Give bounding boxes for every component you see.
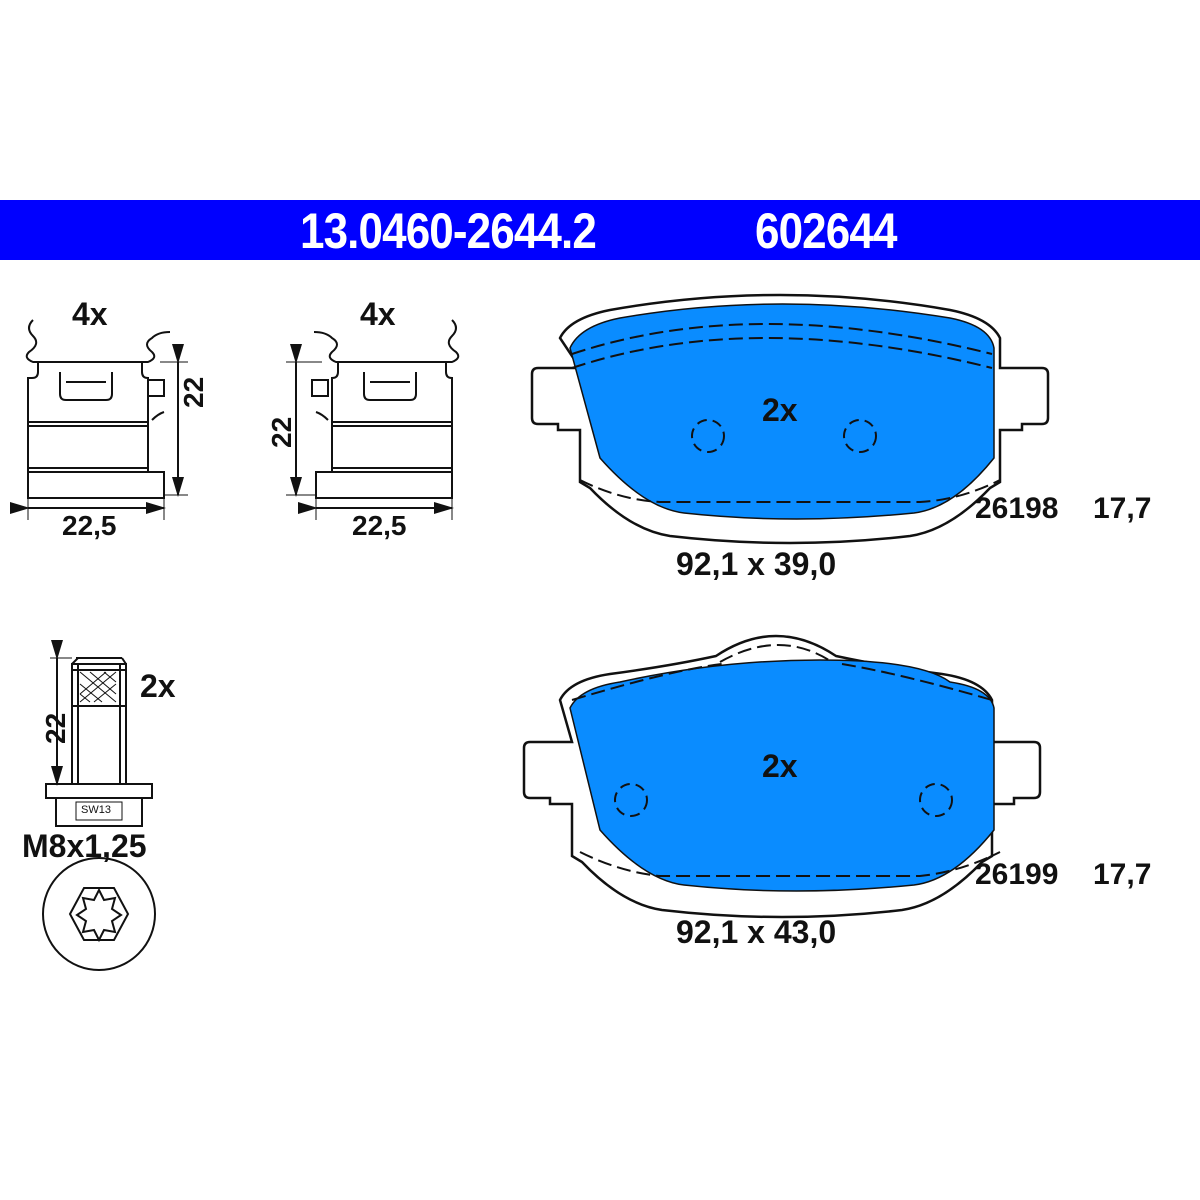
brake-pad-2-drawing: [522, 634, 1042, 919]
pad-2-quantity: 2x: [762, 748, 798, 784]
bolt-quantity: 2x: [140, 668, 176, 704]
bolt-length: 22: [40, 712, 71, 744]
pad-1-thickness: 17,7: [1093, 492, 1152, 525]
friction-material: [569, 303, 995, 520]
clip-right-width: 22,5: [352, 510, 407, 541]
part-number: 13.0460-2644.2: [300, 203, 597, 259]
pad-1-quantity: 2x: [762, 392, 798, 428]
pad-2-dimensions: 92,1 x 43,0: [676, 914, 837, 950]
clip-left-quantity: 4x: [72, 296, 108, 332]
bolt-thread: M8x1,25: [22, 828, 147, 864]
clip-right-drawing: [286, 319, 460, 520]
pad-1-wva-number: 26198: [975, 492, 1059, 525]
pad-2-thickness: 17,7: [1093, 858, 1152, 891]
pad-1-dimensions: 92,1 x 39,0: [676, 546, 837, 582]
brake-pad-1-drawing: [530, 293, 1050, 545]
pad-2-wva-number: 26199: [975, 858, 1059, 891]
clip-right-height: 22: [266, 416, 297, 448]
clip-left-width: 22,5: [62, 510, 117, 541]
bolt-wrench-size: SW13: [81, 804, 111, 816]
reference-number: 602644: [755, 203, 897, 259]
clip-left-height: 22: [178, 376, 209, 408]
clip-left-drawing: [10, 319, 188, 520]
header-banner: 13.0460-2644.2 602644: [0, 200, 1200, 260]
bolt-drawing: [42, 640, 156, 971]
clip-right-quantity: 4x: [360, 296, 396, 332]
